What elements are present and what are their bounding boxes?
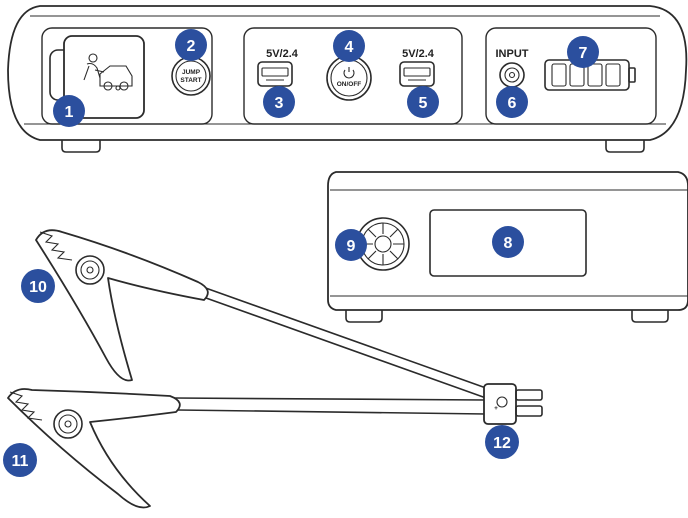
callout-6: 6	[496, 86, 528, 118]
usb-right-label: 5V/2.4	[402, 48, 435, 60]
cable-black-bottom	[177, 409, 487, 415]
jump-label: JUMP	[182, 69, 201, 76]
svg-text:12: 12	[493, 435, 511, 452]
svg-text:2: 2	[187, 38, 196, 55]
callout-9: 9	[335, 229, 367, 261]
usb-port-right[interactable]	[399, 61, 435, 87]
svg-text:+: +	[494, 405, 498, 412]
cable-red-bottom	[205, 297, 487, 399]
jumper-cables: +	[7, 229, 543, 509]
svg-text:1: 1	[65, 104, 74, 121]
callout-3: 3	[263, 86, 295, 118]
callout-2: 2	[175, 29, 207, 61]
callout-12: 12	[485, 425, 519, 459]
usb-port-left[interactable]	[257, 61, 293, 87]
svg-text:7: 7	[579, 45, 588, 62]
side-foot-left	[345, 302, 383, 323]
callout-10: 10	[21, 269, 55, 303]
svg-text:3: 3	[275, 95, 284, 112]
callout-1: 1	[53, 95, 85, 127]
cable-red-top	[199, 285, 487, 389]
red-clamp-teeth	[39, 231, 73, 261]
on-off-label: ON/OFF	[337, 81, 362, 88]
svg-text:11: 11	[12, 453, 29, 470]
device-front-view: JUMP START 5V/2.4 ON/OFF 5V/2.4 INPUT	[7, 5, 688, 153]
callout-4: 4	[333, 30, 365, 62]
callout-7: 7	[567, 36, 599, 68]
panel-input	[485, 27, 657, 125]
callout-5: 5	[407, 86, 439, 118]
callout-11: 11	[3, 443, 37, 477]
cable-black-top	[173, 397, 487, 401]
red-clamp	[35, 229, 209, 382]
jump-port-cover	[63, 35, 145, 119]
black-clamp-teeth	[9, 391, 43, 421]
battery-cell-4-icon	[605, 63, 621, 87]
side-foot-right	[631, 302, 669, 323]
start-label: START	[180, 77, 201, 84]
svg-text:10: 10	[29, 279, 47, 296]
svg-text:4: 4	[345, 39, 354, 56]
side-display-window	[429, 209, 587, 277]
battery-cell-3-icon	[587, 63, 603, 87]
black-clamp	[7, 388, 181, 509]
callout-8: 8	[492, 226, 524, 258]
device-foot-left	[61, 132, 101, 153]
usb-left-label: 5V/2.4	[266, 48, 299, 60]
car-person-icon	[83, 53, 133, 91]
ec5-connector: +	[483, 383, 543, 425]
input-label: INPUT	[496, 48, 529, 60]
power-icon	[343, 69, 355, 79]
svg-text:9: 9	[347, 238, 356, 255]
device-foot-right	[605, 132, 645, 153]
battery-cell-1-icon	[551, 63, 567, 87]
svg-text:6: 6	[508, 95, 517, 112]
svg-text:5: 5	[419, 95, 428, 112]
svg-text:8: 8	[504, 235, 513, 252]
